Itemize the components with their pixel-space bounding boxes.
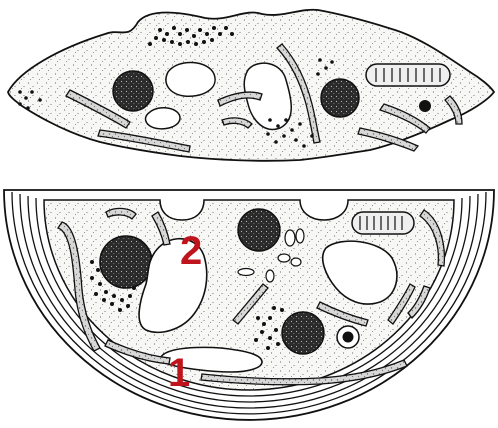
lower-nucleus-bottom: [282, 312, 324, 354]
label-two: 2: [180, 229, 202, 273]
lower-mitochondrion: [352, 212, 414, 234]
label-one: 1: [168, 351, 190, 395]
upper-mitochondrion: [366, 64, 450, 86]
upper-nucleus-right: [321, 79, 359, 117]
upper-vacuole-3: [146, 108, 181, 129]
upper-granule: [419, 100, 431, 112]
lower-granule: [337, 326, 359, 348]
lower-nucleus-top: [238, 209, 280, 251]
lower-cell: [4, 190, 494, 420]
lower-nucleus-left: [100, 236, 152, 288]
upper-cell: [8, 10, 494, 161]
upper-vacuole-1: [166, 62, 215, 96]
upper-nucleus-left: [113, 71, 153, 111]
